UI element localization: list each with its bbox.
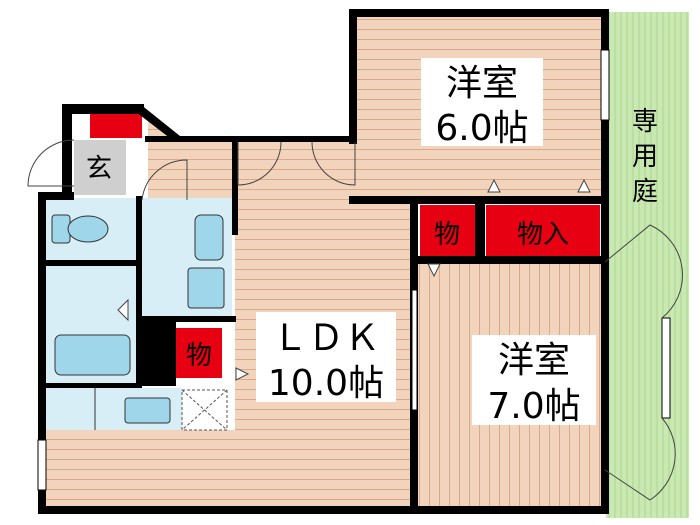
shoe-storage [90,114,142,138]
windows [37,49,671,491]
kitchen-sink [124,397,171,424]
entrance-floor [74,140,126,195]
room-size-western-upper: 6.0帖 [435,108,528,149]
closet-upper-box [420,205,475,257]
label-bg-western-lower [472,335,596,425]
closet-upper-label: 物 [434,220,460,250]
garden-label-3: 庭 [632,177,658,207]
toilet-fixture [51,214,71,244]
room-size-western-lower: 7.0帖 [487,386,580,427]
door-swings [27,139,683,501]
room-ldk-lower [45,430,237,508]
label-bg-western-upper [421,58,543,146]
garden-label-1: 専 [632,107,658,137]
closet-ldk-box [176,328,222,378]
washing-machine [187,267,225,309]
garden-area [606,12,689,518]
door-markers [117,178,591,381]
hall-floor [148,140,358,200]
wash-basin [194,214,224,261]
entrance-label: 玄 [86,154,112,184]
closet-ldk-label: 物 [186,341,212,371]
closet-entry-label: 物入 [517,220,569,250]
label-bg-ldk [256,312,396,402]
room-name-western-upper: 洋室 [446,63,518,104]
bathtub [54,334,131,376]
room-name-western-lower: 洋室 [498,340,570,381]
room-size-ldk: 10.0帖 [268,363,384,404]
room-name-ldk: ＬＤＫ [272,318,380,359]
closet-entry-box [486,205,600,257]
garden-label-2: 用 [632,142,658,172]
toilet-bowl [67,215,109,243]
